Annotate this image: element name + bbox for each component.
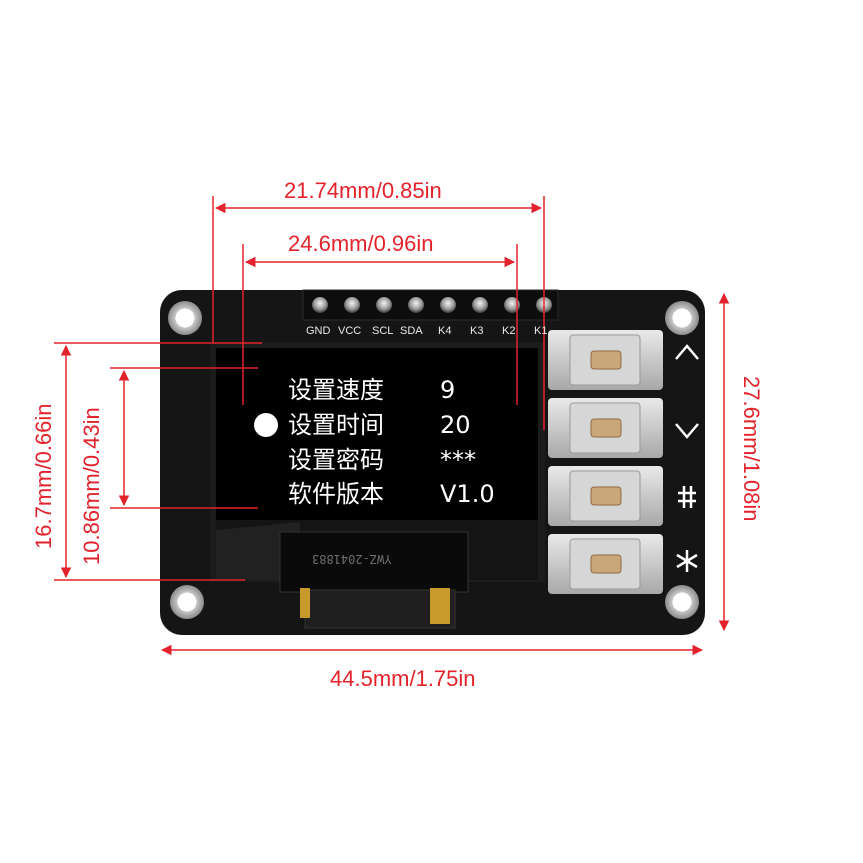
- pin-label-k2: K2: [502, 325, 516, 337]
- menu-selection-dot: [254, 413, 278, 437]
- menu-value-password: ***: [440, 446, 476, 474]
- dimension-display-active-width: 21.74mm/0.85in: [284, 178, 442, 203]
- menu-value-speed: 9: [440, 376, 456, 404]
- ribbon-part-number: YWZ-2041883: [312, 552, 392, 566]
- menu-label-version: 软件版本: [288, 480, 384, 508]
- asterisk-icon: [676, 550, 698, 572]
- pin-label-k3: K3: [470, 325, 484, 337]
- pin-label-sda: SDA: [400, 325, 423, 337]
- header-pins: [312, 297, 552, 313]
- pin-label-k1: K1: [534, 325, 548, 337]
- ribbon-tab: [430, 588, 450, 624]
- menu-value-time: 20: [440, 411, 471, 439]
- up-chevron-icon: [675, 344, 699, 360]
- tactile-buttons: [548, 330, 663, 594]
- menu-label-time: 设置时间: [288, 411, 384, 439]
- down-chevron-icon: [675, 423, 699, 439]
- dimension-display-active-height: 10.86mm/0.43in: [79, 407, 104, 565]
- dimension-display-module-width: 24.6mm/0.96in: [288, 231, 434, 256]
- dimension-board-width: 44.5mm/1.75in: [330, 666, 476, 691]
- menu-label-speed: 设置速度: [288, 376, 384, 404]
- pin-label-gnd: GND: [306, 325, 331, 337]
- menu-value-version: V1.0: [440, 480, 495, 508]
- pin-label-scl: SCL: [372, 325, 394, 337]
- dimension-board-height: 27.6mm/1.08in: [739, 376, 764, 522]
- pin-label-k4: K4: [438, 325, 452, 337]
- menu-label-password: 设置密码: [288, 446, 384, 474]
- pin-label-vcc: VCC: [338, 325, 362, 337]
- hash-icon: [678, 486, 696, 508]
- dimension-display-module-height: 16.7mm/0.66in: [31, 403, 56, 549]
- mounting-holes: [168, 301, 699, 619]
- dimension-lines: [54, 196, 730, 656]
- flex-cable: [279, 531, 469, 593]
